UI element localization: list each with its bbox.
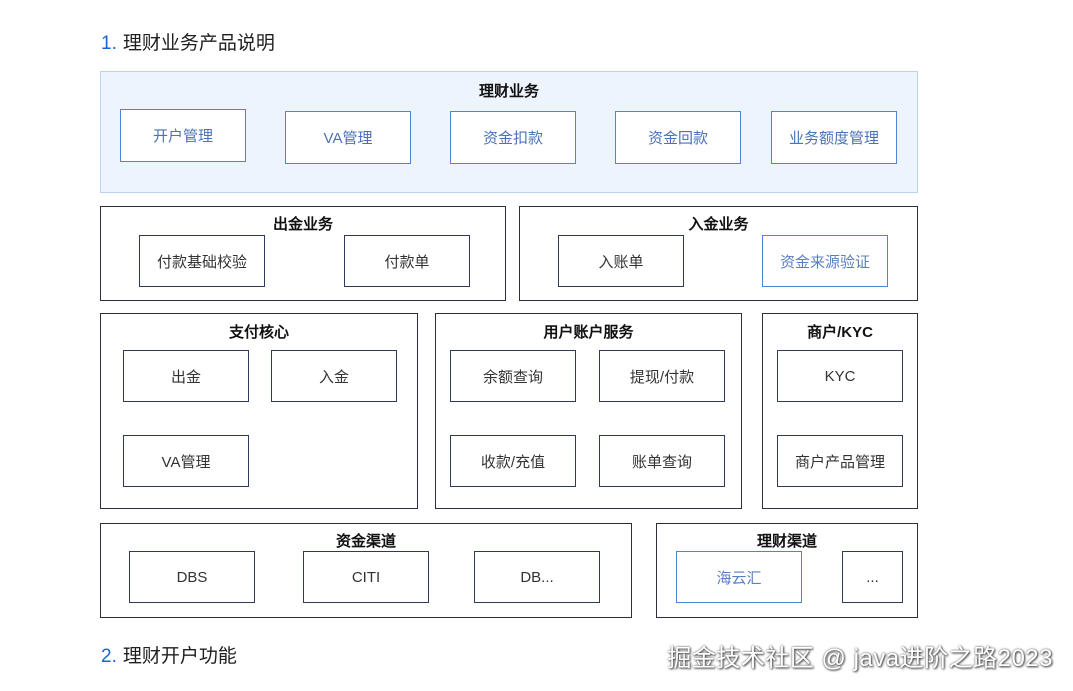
merchant-kyc-group: 商户/KYC KYC 商户产品管理: [762, 313, 918, 509]
dbs-box: DBS: [129, 551, 255, 603]
core-va-management-box: VA管理: [123, 435, 249, 487]
group-title: 支付核心: [228, 324, 289, 341]
credit-entry-box: 入账单: [558, 235, 684, 287]
group-title: 用户账户服务: [543, 324, 634, 341]
receive-recharge-box: 收款/充值: [450, 435, 576, 487]
fund-deduction-box: 资金扣款: [450, 111, 576, 164]
va-management-box: VA管理: [285, 111, 411, 164]
section-number: 2.: [101, 646, 117, 667]
section-heading-1: 1.理财业务产品说明: [101, 28, 275, 55]
payment-order-box: 付款单: [344, 235, 470, 287]
withdraw-pay-box: 提现/付款: [599, 350, 725, 402]
group-title: 入金业务: [688, 216, 749, 233]
section-title: 理财开户功能: [122, 646, 237, 667]
deposit-box: 入金: [271, 350, 397, 402]
cropped-text-bottom: [128, 684, 248, 691]
withdrawal-business-group: 出金业务 付款基础校验 付款单: [100, 206, 506, 301]
fund-channel-group: 资金渠道 DBS CITI DB...: [100, 523, 632, 618]
db-more-box: DB...: [474, 551, 600, 603]
group-title: 资金渠道: [335, 533, 396, 550]
payment-core-group: 支付核心 出金 入金 VA管理: [100, 313, 418, 509]
group-title: 理财渠道: [756, 533, 817, 550]
group-title: 商户/KYC: [807, 324, 873, 341]
section-heading-2: 2.理财开户功能: [101, 641, 237, 668]
balance-query-box: 余额查询: [450, 350, 576, 402]
group-title: 理财业务: [478, 83, 539, 100]
cropped-heading-top: [100, 0, 360, 4]
deposit-business-group: 入金业务 入账单 资金来源验证: [519, 206, 918, 301]
watermark: 掘金技术社区 @ java进阶之路2023: [667, 645, 1053, 672]
user-account-service-group: 用户账户服务 余额查询 提现/付款 收款/充值 账单查询: [435, 313, 742, 509]
fund-return-box: 资金回款: [615, 111, 741, 164]
kyc-box: KYC: [777, 350, 903, 402]
wealth-channel-group: 理财渠道 海云汇 ...: [656, 523, 918, 618]
more-channel-box: ...: [842, 551, 903, 603]
section-number: 1.: [101, 33, 117, 54]
haiyunhui-box: 海云汇: [676, 551, 802, 603]
merchant-product-management-box: 商户产品管理: [777, 435, 903, 487]
licai-business-group: 理财业务 开户管理 VA管理 资金扣款 资金回款 业务额度管理: [100, 71, 918, 193]
group-title: 出金业务: [272, 216, 333, 233]
citi-box: CITI: [303, 551, 429, 603]
bill-query-box: 账单查询: [599, 435, 725, 487]
account-open-management-box: 开户管理: [120, 109, 246, 162]
business-quota-management-box: 业务额度管理: [771, 111, 897, 164]
payment-basic-check-box: 付款基础校验: [139, 235, 265, 287]
section-title: 理财业务产品说明: [122, 33, 275, 54]
fund-source-verification-box: 资金来源验证: [762, 235, 888, 287]
withdraw-box: 出金: [123, 350, 249, 402]
